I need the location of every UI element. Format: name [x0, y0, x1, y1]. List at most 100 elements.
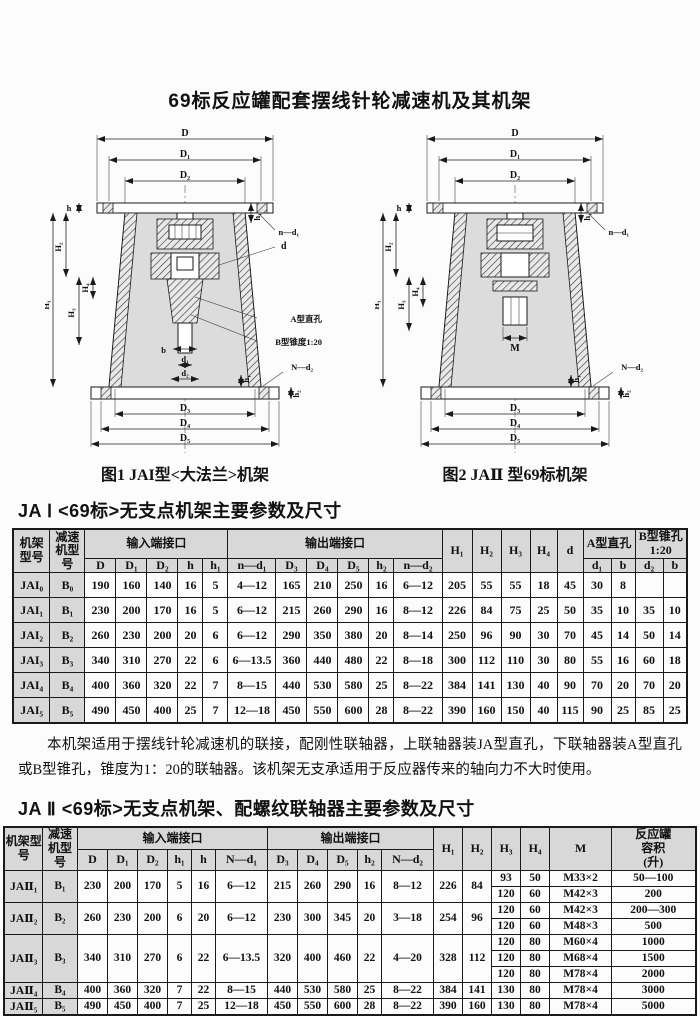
table-cell: 160 [471, 697, 502, 724]
table-cell: 10 [662, 597, 688, 624]
col-b-d2: d₂ [634, 557, 664, 574]
table-cell: B₄ [49, 672, 86, 699]
table-cell: 90 [500, 622, 531, 649]
col-nd2: n—d₂ [393, 557, 443, 574]
table-cell: M42×3 [549, 885, 613, 903]
table-cell: 230 [106, 901, 138, 935]
table-cell: 8—12 [381, 869, 435, 903]
table-cell: 75 [500, 597, 531, 624]
table-cell: 22 [190, 981, 216, 999]
table-cell: 300 [441, 647, 473, 674]
dim-label: H₁ [375, 300, 381, 310]
table-cell: 230 [115, 622, 148, 649]
table-cell: JAⅡ₂ [3, 901, 43, 935]
dim-label: d₁ [181, 354, 189, 364]
table-cell: 320 [267, 933, 299, 983]
dim-label: n—d₁ [608, 227, 629, 237]
vol-line3: (升) [643, 854, 664, 869]
table-cell: B₅ [49, 697, 86, 724]
table-cell: 50 [556, 597, 584, 624]
table-cell: 310 [115, 647, 148, 674]
table-cell: 130 [500, 672, 531, 699]
table-cell: 80 [520, 965, 551, 983]
table-cell: 170 [146, 597, 179, 624]
table-cell: 440 [267, 981, 299, 999]
table-cell: 18 [662, 647, 688, 674]
table-cell: 290 [327, 869, 359, 903]
table-cell: 345 [327, 901, 359, 935]
table-cell: 6—12 [227, 597, 277, 624]
table-cell: 6—12 [214, 869, 269, 903]
dim-label: n—d₁ [278, 227, 299, 237]
figure2-caption: 图2 JAⅡ 型69标机架 [442, 467, 588, 484]
dim-label: D [511, 128, 518, 139]
table-cell: 84 [471, 597, 502, 624]
dim-label: D₂ [510, 170, 520, 181]
col-D: D [84, 557, 117, 574]
table-cell: 96 [471, 622, 502, 649]
table-cell: 250 [337, 572, 370, 599]
col-nd1: n—d₁ [227, 557, 277, 574]
table-cell: 8—12 [393, 597, 443, 624]
table-cell: 120 [491, 917, 522, 935]
dim-label: h₁ [571, 375, 581, 383]
table-cell: 80 [556, 647, 584, 674]
table-cell: 16 [368, 572, 395, 599]
dim-label: b [161, 345, 166, 355]
dim-label: d [281, 241, 287, 252]
table-cell: 600 [337, 697, 370, 724]
table-cell: 85 [634, 697, 664, 724]
table-cell: 7 [166, 981, 192, 999]
table-cell: 110 [500, 647, 531, 674]
table-cell: 200 [611, 885, 697, 903]
figure2: D D₁ D₂ h h₁ n—d₁ [370, 127, 660, 485]
table-cell: 290 [337, 597, 370, 624]
table-cell: 226 [441, 597, 473, 624]
table-cell: 3—18 [381, 901, 435, 935]
table-cell: 8—22 [393, 672, 443, 699]
page-title: 69标反应罐配套摆线针轮减速机及其机架 [168, 91, 532, 112]
table-cell: M68×4 [549, 949, 613, 967]
table-cell: 260 [297, 869, 329, 903]
col-H4: H₄ [520, 826, 551, 871]
table-cell: 340 [76, 933, 108, 983]
group-input-port: 输入端接口 [84, 528, 229, 559]
col-D5: D₅ [337, 557, 370, 574]
table-cell: 55 [582, 647, 612, 674]
table-cell: 130 [491, 981, 522, 999]
table-cell: 270 [146, 647, 179, 674]
table-cell: 45 [556, 572, 584, 599]
dim-label: D₁ [510, 149, 520, 160]
table-cell: 140 [146, 572, 179, 599]
table-cell: 230 [84, 597, 117, 624]
col-H3: H₃ [491, 826, 522, 871]
table-cell: 30 [529, 622, 558, 649]
table-cell: 5 [202, 572, 229, 599]
table-cell: 450 [275, 697, 308, 724]
table-cell: 6 [166, 933, 192, 983]
table-cell: 320 [136, 981, 168, 999]
note-paragraph: 本机架适用于摆线针轮减速机的联接，配刚性联轴器，上联轴器装JA型直孔，下联轴器装… [18, 737, 682, 779]
table-cell: 25 [529, 597, 558, 624]
col-reducer-model: 减速机型号 [49, 528, 86, 574]
table-cell: JAI₂ [12, 622, 51, 649]
table1: 机架型号 减速机型号 输入端接口 输出端接口 H₁ H₂ H₃ H₄ d A型直… [11, 528, 689, 725]
col-D1: D₁ [106, 848, 138, 871]
table-cell: 20 [368, 622, 395, 649]
table-cell: 210 [306, 572, 339, 599]
table-cell: 6—12 [214, 901, 269, 935]
table-cell: 22 [190, 933, 216, 983]
col-M: M [549, 826, 613, 871]
table-cell: 6 [166, 901, 192, 935]
table-cell: 6—12 [393, 572, 443, 599]
table-cell: 141 [471, 672, 502, 699]
table-cell: 18 [529, 572, 558, 599]
dim-label: D₁ [180, 149, 190, 160]
